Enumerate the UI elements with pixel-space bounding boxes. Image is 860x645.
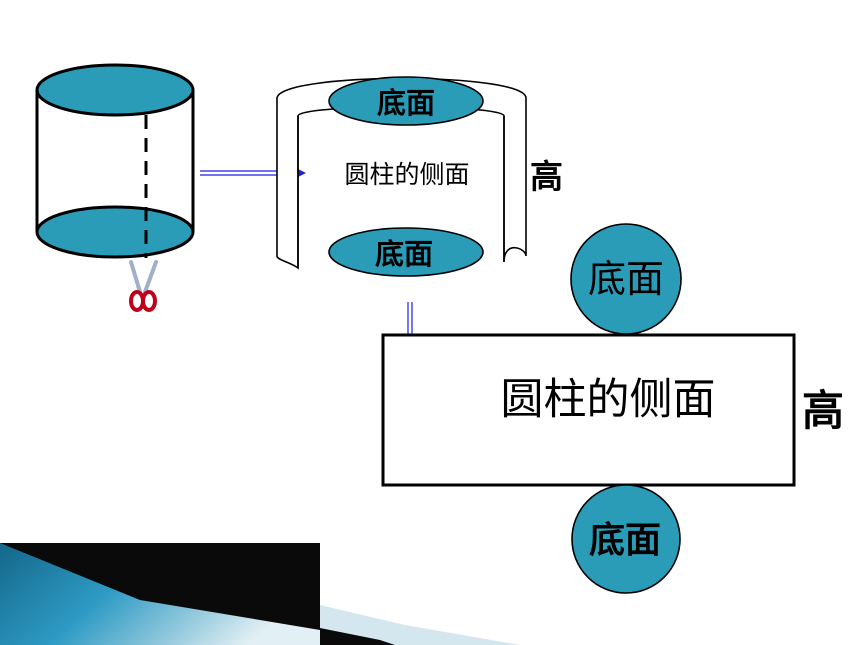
- flat-net-side-label: 圆柱的侧面: [501, 375, 716, 425]
- curved-net-top-base: [328, 76, 484, 126]
- band-blue-wedge: [0, 543, 320, 645]
- flat-net-top-base: [570, 223, 682, 335]
- flat-net-height-label: 高: [802, 386, 844, 435]
- cylinder-top-face: [35, 63, 195, 117]
- decorative-corner-band: [0, 543, 520, 645]
- band-dark-tip: [320, 628, 395, 645]
- band-light-wedge: [320, 605, 520, 645]
- flat-net-bottom-base: [571, 484, 681, 594]
- curved-net: 底面 底面 圆柱的侧面 高: [276, 76, 563, 277]
- scissors-blade-left: [129, 260, 142, 294]
- curved-net-height-label: 高: [530, 157, 563, 196]
- flat-net-side-rectangle: [381, 333, 796, 487]
- curved-net-top-base-label: 底面: [377, 86, 435, 120]
- flat-net-top-base-label: 底面: [588, 257, 664, 301]
- scissors-handle-right: [141, 290, 157, 312]
- curved-net-side-label: 圆柱的侧面: [344, 160, 469, 189]
- scissors-icon: [129, 260, 158, 312]
- flat-net: 底面 底面 圆柱的侧面 高: [381, 223, 844, 594]
- flat-net-bottom-base-label: 底面: [589, 520, 661, 561]
- cylinder: [35, 63, 195, 259]
- curved-net-bottom-base-label: 底面: [375, 237, 433, 271]
- curved-net-bottom-base: [328, 227, 484, 277]
- scissors-blade-right: [143, 260, 158, 294]
- cylinder-bottom-face: [35, 205, 195, 259]
